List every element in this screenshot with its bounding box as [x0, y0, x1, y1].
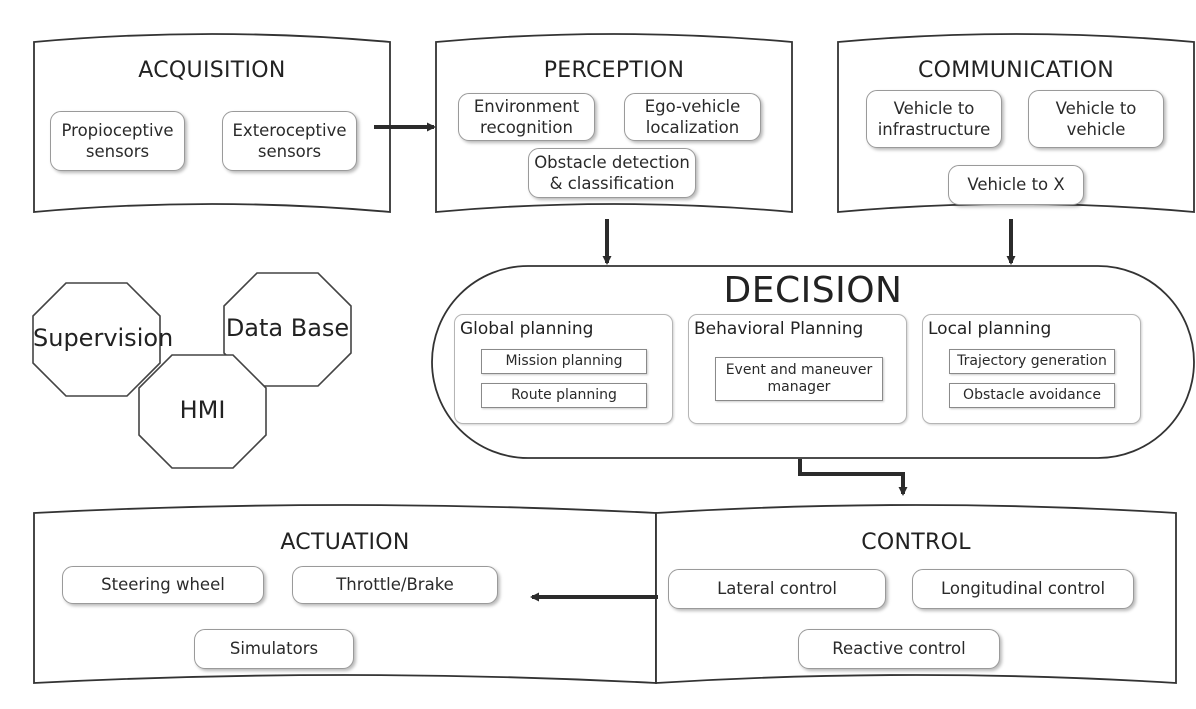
behavioral-planning-panel: Behavioral Planning Event and maneuver m… [688, 314, 907, 424]
reactive-control-box: Reactive control [798, 629, 1000, 669]
vehicle-to-infrastructure-box: Vehicle to infrastructure [866, 90, 1002, 148]
obstacle-detection-box: Obstacle detection & classification [528, 148, 696, 198]
mission-planning-box: Mission planning [481, 349, 647, 374]
hmi-octagon [138, 354, 267, 469]
database-label: Data Base [225, 314, 350, 342]
database-octagon [223, 272, 352, 387]
obstacle-avoidance-box: Obstacle avoidance [949, 383, 1115, 408]
communication-module-shape [837, 33, 1195, 213]
global-planning-title: Global planning [460, 319, 594, 339]
supervision-label: Supervision [33, 324, 174, 352]
control-title: CONTROL [861, 530, 971, 555]
local-planning-panel: Local planning Trajectory generation Obs… [922, 314, 1141, 424]
vehicle-to-vehicle-box: Vehicle to vehicle [1028, 90, 1164, 148]
route-planning-box: Route planning [481, 383, 647, 408]
longitudinal-control-box: Longitudinal control [912, 569, 1134, 609]
propioceptive-sensors-box: Propioceptive sensors [50, 111, 185, 171]
global-planning-panel: Global planning Mission planning Route p… [454, 314, 673, 424]
behavioral-planning-title: Behavioral Planning [694, 319, 864, 339]
simulators-box: Simulators [194, 629, 354, 669]
trajectory-generation-box: Trajectory generation [949, 349, 1115, 374]
perception-title: PERCEPTION [543, 58, 685, 83]
steering-wheel-box: Steering wheel [62, 566, 264, 604]
ego-vehicle-localization-box: Ego-vehicle localization [624, 93, 761, 141]
supervision-octagon [32, 282, 161, 397]
exteroceptive-sensors-box: Exteroceptive sensors [222, 111, 357, 171]
actuation-title: ACTUATION [280, 530, 410, 555]
hmi-label: HMI [179, 396, 226, 424]
arrow-decision-to-control [798, 459, 908, 496]
acquisition-title: ACQUISITION [138, 58, 286, 83]
throttle-brake-box: Throttle/Brake [292, 566, 498, 604]
local-planning-title: Local planning [928, 319, 1052, 339]
event-maneuver-manager-box: Event and maneuver manager [715, 357, 883, 401]
communication-title: COMMUNICATION [918, 58, 1114, 83]
environment-recognition-box: Environment recognition [458, 93, 595, 141]
decision-title: DECISION [723, 270, 903, 311]
perception-module-shape [435, 33, 793, 213]
lateral-control-box: Lateral control [668, 569, 886, 609]
vehicle-to-x-box: Vehicle to X [948, 165, 1084, 205]
